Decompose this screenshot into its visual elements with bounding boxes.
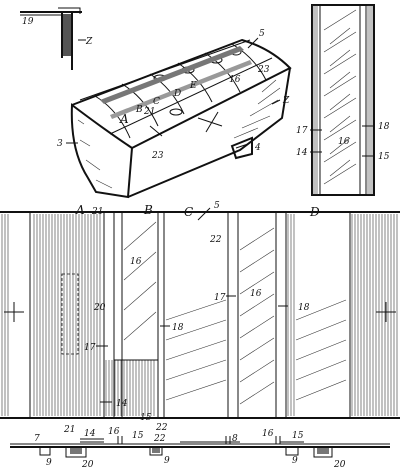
sec-ref-20-a: 20 [81,460,94,470]
ref-5-box: 5 [259,29,265,39]
strip-ref-16: 16 [338,137,350,147]
ref-z-bracket: Z [85,37,93,47]
sec-ref-15-a: 15 [132,431,144,441]
panel-ref-16-left: 16 [130,257,142,267]
ref-21-box: 21 [143,107,155,117]
ref-4: 4 [254,143,261,153]
panel-ref-21-top: 21 [91,207,103,217]
sec-ref-14: 14 [84,429,96,439]
perspective-view: 5 Z 3 4 23 23 16 21 A B C D E [57,29,292,199]
ref-3: 3 [57,139,63,149]
panel-plan-view: A 21 B C 5 22 D 16 20 17 18 14 21 15 22 … [0,201,400,435]
sec-ref-9-b: 9 [164,456,170,466]
strip-ref-18: 18 [378,122,390,132]
panel-c-label: C [184,205,193,219]
sec-ref-8: 8 [232,434,238,444]
panel-ref-22-top: 22 [209,235,222,245]
panel-ref-22-bottom: 22 [155,423,168,433]
ref-19: 19 [22,17,34,27]
panel-ref-15: 15 [140,413,152,423]
panel-d-box: D [173,89,181,99]
strip-ref-15: 15 [378,152,390,162]
panel-c-box: C [153,97,160,107]
sec-ref-16-a: 16 [108,427,120,437]
strip-ref-14: 14 [296,148,308,158]
sec-ref-9-c: 9 [292,456,298,466]
strip-ref-17: 17 [296,126,308,136]
panel-ref-18-right: 18 [298,303,310,313]
panel-ref-18-left: 18 [172,323,184,333]
sec-ref-22: 22 [153,434,166,444]
panel-e-box: E [189,81,197,91]
sec-ref-9-a: 9 [46,458,52,468]
ref-16-box: 16 [229,75,241,85]
sec-ref-15-b: 15 [292,431,304,441]
ref-23-top: 23 [257,65,270,75]
ref-23-bottom: 23 [151,151,164,161]
panel-ref-21-bottom: 21 [63,425,75,435]
panel-ref-14: 14 [116,399,128,409]
sec-ref-7: 7 [34,434,40,444]
panel-ref-5: 5 [214,201,220,211]
panel-ref-17-left: 17 [84,343,96,353]
panel-ref-17-right: 17 [214,293,226,303]
panel-a-box: A [119,112,129,126]
sec-ref-16-b: 16 [262,429,274,439]
panel-b-box: B [135,105,143,115]
cross-section: 7 14 16 15 9 20 22 9 8 16 15 9 20 [10,427,390,470]
panel-ref-20: 20 [93,303,106,313]
side-strip: 17 16 14 18 15 [296,4,390,196]
panel-d-label: D [309,205,320,219]
panel-a-label: A [75,203,85,217]
bracket-detail: 19 Z [20,7,93,70]
panel-ref-16-right: 16 [250,289,262,299]
panel-b-label: B [143,203,153,217]
ref-2-top: Z [282,96,290,106]
sec-ref-20-b: 20 [333,460,346,470]
panel-a-hatching [33,214,101,416]
